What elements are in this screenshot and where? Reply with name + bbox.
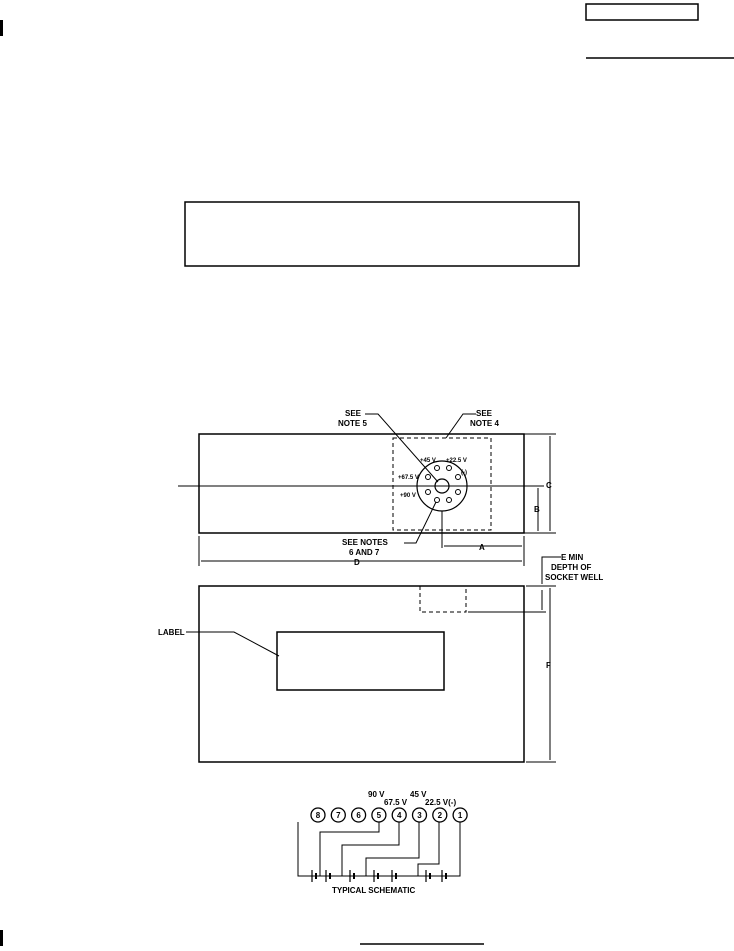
see-notes-6-7-line1: SEE NOTES	[342, 538, 388, 547]
e-min-line3: SOCKET WELL	[545, 573, 603, 582]
margin-bar-top	[0, 20, 3, 36]
leader-notes-6-7	[404, 501, 437, 544]
e-min-line1: E MIN	[561, 553, 583, 562]
terminal-4: 4	[391, 807, 407, 823]
side-view-outline	[198, 585, 525, 763]
dimension-a-label: A	[479, 543, 485, 552]
dimension-b-label: B	[534, 505, 540, 514]
typical-schematic: 90 V 45 V 67.5 V 22.5 V(-) 8 7 6 5 4 3 2 1	[297, 790, 468, 895]
terminal-3: 3	[411, 807, 428, 823]
terminal-row: 8 7 6 5 4 3 2 1	[310, 807, 468, 823]
label-area	[276, 631, 445, 691]
schem-label-45v: 45 V	[410, 790, 427, 799]
terminal-number: 1	[458, 811, 463, 820]
title-box	[184, 201, 580, 267]
see-note-5-line2: NOTE 5	[338, 419, 367, 428]
terminal-number: 6	[356, 811, 361, 820]
e-min-line2: DEPTH OF	[551, 563, 592, 572]
label-callout: LABEL	[158, 628, 185, 637]
terminal-2: 2	[432, 807, 448, 823]
top-view: +45 V +22.5 V +67.5 V (-) +90 V SEE NOTE…	[178, 409, 556, 567]
leader-note-5	[365, 413, 439, 483]
typical-schematic-caption: TYPICAL SCHEMATIC	[332, 886, 415, 895]
dimension-f-label: F	[546, 661, 551, 670]
terminal-number: 5	[377, 811, 382, 820]
socket-pins	[425, 465, 461, 503]
terminal-6: 6	[350, 807, 367, 823]
terminal-number: 4	[397, 811, 402, 820]
leader-label	[186, 631, 280, 657]
schem-label-67-5v: 67.5 V	[384, 798, 408, 807]
socket-well-depth	[419, 586, 467, 613]
top-view-outline	[198, 433, 525, 534]
terminal-circle	[310, 807, 326, 823]
side-view: LABEL E MIN DEPTH OF SOCKET WELL F	[158, 553, 603, 763]
terminal-number: 2	[438, 811, 443, 820]
pin-label-minus: (-)	[461, 470, 467, 476]
see-notes-6-7-line2: 6 AND 7	[349, 548, 380, 557]
terminal-8: 8	[310, 807, 326, 823]
terminal-1: 1	[452, 807, 468, 823]
schem-label-90v: 90 V	[368, 790, 385, 799]
leader-e-min	[541, 556, 561, 584]
pin-label-45v: +45 V	[420, 458, 436, 464]
terminal-circle	[350, 807, 367, 823]
terminal-5: 5	[371, 807, 387, 823]
terminal-circle	[432, 807, 448, 823]
header-box	[585, 3, 699, 21]
see-note-4-line1: SEE	[476, 409, 493, 418]
battery-cells	[307, 870, 452, 882]
socket-key	[434, 478, 450, 494]
schem-label-22-5v: 22.5 V(-)	[425, 798, 456, 807]
terminal-7: 7	[330, 807, 346, 823]
terminal-circle	[330, 807, 346, 823]
see-note-4-line2: NOTE 4	[470, 419, 499, 428]
dimension-d-label: D	[354, 558, 360, 567]
margin-bar-bottom	[0, 930, 3, 946]
terminal-number: 3	[417, 811, 422, 820]
terminal-number: 7	[336, 811, 341, 820]
pin-label-67-5v: +67.5 V	[398, 475, 419, 481]
pin-label-90v: +90 V	[400, 493, 416, 499]
pin-label-22-5v: +22.5 V	[446, 458, 467, 464]
leader-note-4	[445, 413, 476, 439]
see-note-5-line1: SEE	[345, 409, 362, 418]
terminal-number: 8	[316, 811, 321, 820]
dimension-c-label: C	[546, 481, 552, 490]
